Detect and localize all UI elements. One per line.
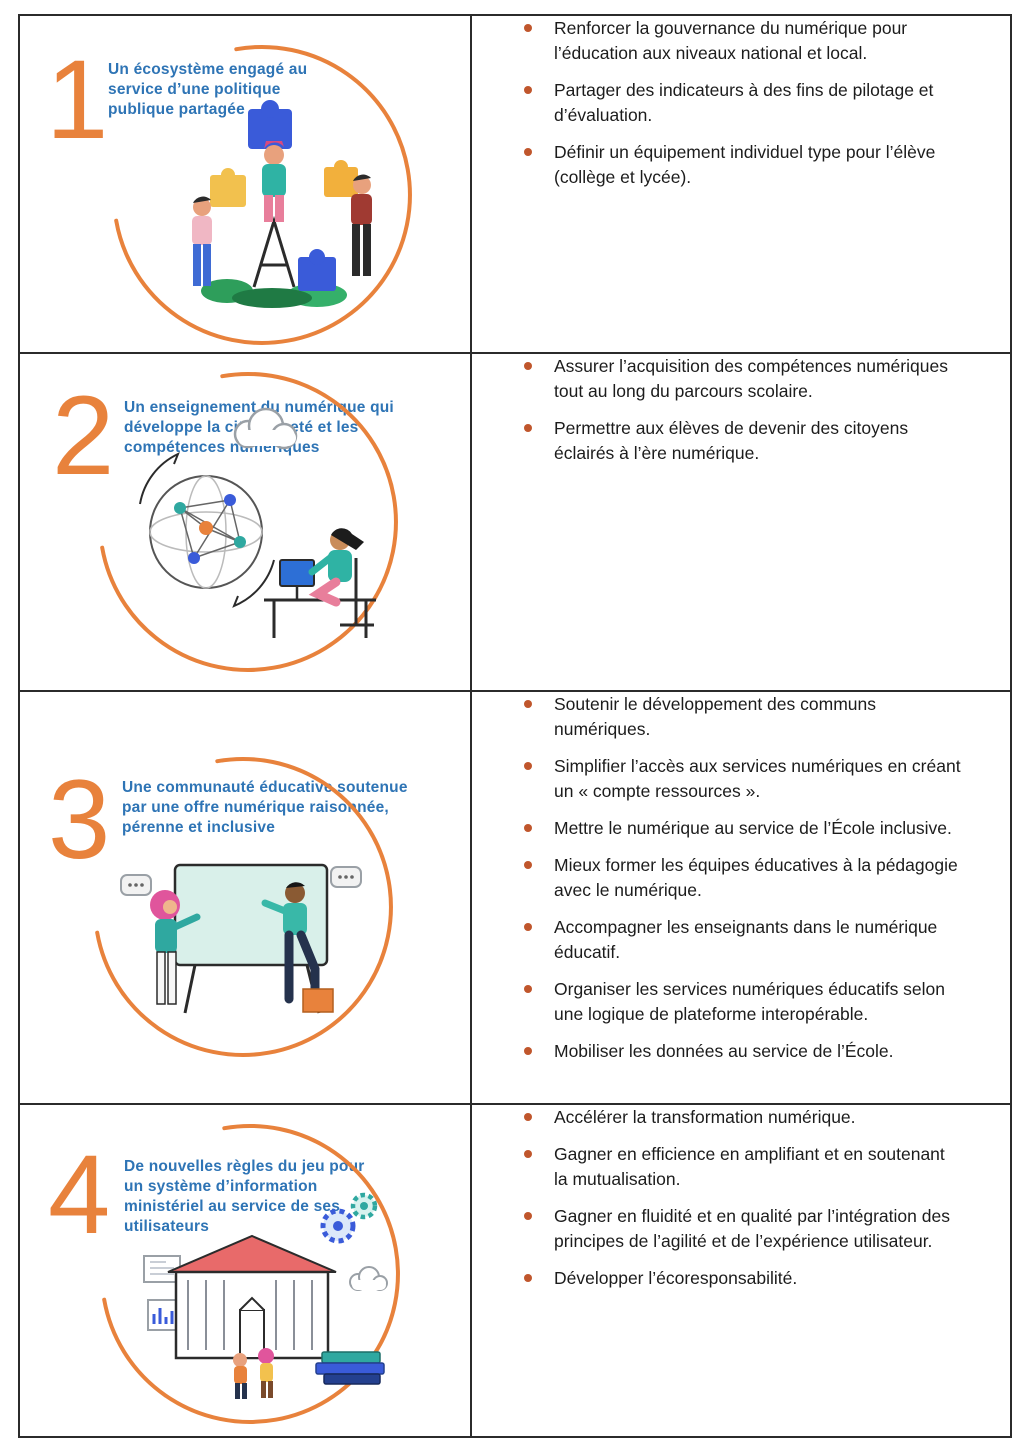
bullet-item: Permettre aux élèves de devenir des cito… (524, 416, 962, 466)
orange-circle-arc (95, 757, 393, 1057)
bullet-text: Permettre aux élèves de devenir des cito… (554, 418, 909, 463)
bullet-text: Mieux former les équipes éducatives à la… (554, 855, 958, 900)
gear-icon (320, 1192, 378, 1244)
section-1-title: Un écosystème engagé au service d’une po… (108, 61, 308, 119)
bullet-list: Assurer l’acquisition des compétences nu… (524, 354, 962, 466)
section-4-points: Accélérer la transformation numérique. G… (472, 1105, 1010, 1436)
bullet-item: Gagner en fluidité et en qualité par l’i… (524, 1204, 962, 1254)
bullet-icon (524, 923, 532, 931)
section-4-number: 4 (48, 1132, 110, 1257)
section-4-title: De nouvelles règles du jeu pour un systè… (124, 1158, 365, 1236)
bullet-item: Gagner en efficience en amplifiant et en… (524, 1142, 962, 1192)
bullet-item: Définir un équipement individuel type po… (524, 140, 962, 190)
bullet-item: Soutenir le développement des communs nu… (524, 692, 962, 742)
bullet-text: Accélérer la transformation numérique. (554, 1107, 856, 1127)
section-3: 3 Une communauté éducative soutenue par … (20, 692, 1010, 1105)
section-3-points: Soutenir le développement des communs nu… (472, 692, 1010, 1103)
bullet-text: Organiser les services numériques éducat… (554, 979, 946, 1024)
cloud-icon (349, 1266, 388, 1291)
section-3-number: 3 (48, 757, 110, 882)
bullet-icon (524, 1113, 532, 1121)
section-3-visual: 3 Une communauté éducative soutenue par … (20, 692, 472, 1103)
bullet-icon (524, 762, 532, 770)
bullet-text: Gagner en fluidité et en qualité par l’i… (554, 1206, 950, 1251)
bullet-icon (524, 1274, 532, 1282)
bullet-text: Simplifier l’accès aux services numériqu… (554, 756, 961, 801)
orange-circle-arc (100, 372, 398, 672)
bullet-item: Assurer l’acquisition des compétences nu… (524, 354, 962, 404)
bullet-text: Renforcer la gouvernance du numérique po… (554, 18, 908, 63)
bullet-icon (524, 1150, 532, 1158)
whiteboard-discussion-scene (120, 863, 362, 1014)
ministry-building-scene (143, 1192, 388, 1399)
bullet-item: Partager des indicateurs à des fins de p… (524, 78, 962, 128)
teamwork-puzzle-illustration (114, 45, 412, 345)
bullet-text: Définir un équipement individuel type po… (554, 142, 936, 187)
bullet-item: Accompagner les enseignants dans le numé… (524, 915, 962, 965)
bullet-list: Renforcer la gouvernance du numérique po… (524, 16, 962, 190)
section-1-number: 1 (46, 37, 108, 162)
section-4-visual: 4 De nouvelles règles du jeu pour un sys… (20, 1105, 472, 1436)
section-2-visual: 2 Un enseignement du numérique qui dével… (20, 354, 472, 690)
bullet-item: Organiser les services numériques éducat… (524, 977, 962, 1027)
digital-learning-illustration (100, 372, 398, 672)
orange-circle-arc (114, 45, 412, 345)
bullet-icon (524, 24, 532, 32)
bullet-text: Soutenir le développement des communs nu… (554, 694, 876, 739)
bullet-icon (524, 1047, 532, 1055)
section-2-number: 2 (52, 373, 114, 498)
bullet-icon (524, 700, 532, 708)
cloud-icon (233, 407, 298, 450)
bullet-text: Accompagner les enseignants dans le numé… (554, 917, 938, 962)
section-2-points: Assurer l’acquisition des compétences nu… (472, 354, 1010, 690)
bullet-text: Mobiliser les données au service de l’Éc… (554, 1041, 894, 1061)
bullet-text: Partager des indicateurs à des fins de p… (554, 80, 934, 125)
bullet-icon (524, 148, 532, 156)
bullet-text: Gagner en efficience en amplifiant et en… (554, 1144, 945, 1189)
bullet-item: Accélérer la transformation numérique. (524, 1105, 962, 1130)
digital-learning-scene (139, 407, 376, 638)
bullet-list: Soutenir le développement des communs nu… (524, 692, 962, 1064)
bullet-text: Développer l’écoresponsabilité. (554, 1268, 798, 1288)
bullet-item: Simplifier l’accès aux services numériqu… (524, 754, 962, 804)
bullet-text: Mettre le numérique au service de l’Écol… (554, 818, 952, 838)
bullet-list: Accélérer la transformation numérique. G… (524, 1105, 962, 1291)
bullet-icon (524, 424, 532, 432)
bullet-icon (524, 824, 532, 832)
section-2: 2 Un enseignement du numérique qui dével… (20, 354, 1010, 692)
bullet-icon (524, 1212, 532, 1220)
whiteboard-discussion-illustration (95, 757, 393, 1057)
bullet-icon (524, 985, 532, 993)
bullet-icon (524, 362, 532, 370)
bullet-item: Mettre le numérique au service de l’Écol… (524, 816, 962, 841)
bullet-item: Développer l’écoresponsabilité. (524, 1266, 962, 1291)
section-1-points: Renforcer la gouvernance du numérique po… (472, 16, 1010, 352)
section-1: 1 Un écosystème engagé au service d’une … (20, 16, 1010, 354)
strategy-table: 1 Un écosystème engagé au service d’une … (18, 14, 1012, 1438)
bullet-item: Mieux former les équipes éducatives à la… (524, 853, 962, 903)
section-4: 4 De nouvelles règles du jeu pour un sys… (20, 1105, 1010, 1436)
bullet-text: Assurer l’acquisition des compétences nu… (554, 356, 948, 401)
bullet-icon (524, 86, 532, 94)
bullet-item: Mobiliser les données au service de l’Éc… (524, 1039, 962, 1064)
ministry-building-illustration (102, 1124, 400, 1424)
section-1-visual: 1 Un écosystème engagé au service d’une … (20, 16, 472, 352)
bullet-icon (524, 861, 532, 869)
teamwork-puzzle-scene (192, 100, 372, 308)
bullet-item: Renforcer la gouvernance du numérique po… (524, 16, 962, 66)
